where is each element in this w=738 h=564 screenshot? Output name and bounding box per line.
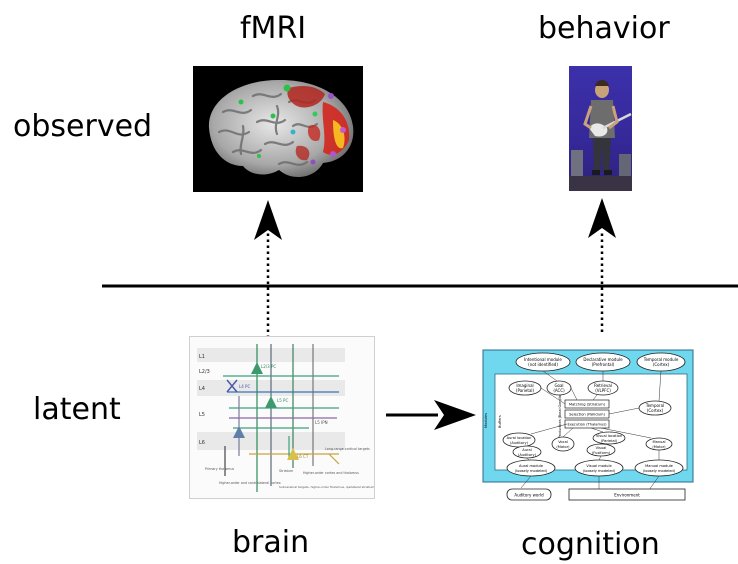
manual-subtext: (Motor) [652, 445, 666, 449]
declarative-module-subtext: (Prefrontal) [592, 362, 615, 367]
behavior-photo [569, 66, 632, 191]
circuit-note: Higher-order and contralateral cortex [219, 481, 281, 485]
manual-text: Manual [652, 440, 665, 444]
production-label: Productions (Basal Ganglia) [558, 394, 562, 438]
circuit-note: Subcerebral targets, higher-order thalam… [279, 485, 374, 489]
buffers-label: Buffers [498, 415, 502, 428]
temporal-module-subtext: (Cortex) [653, 362, 670, 367]
latent-label: latent [33, 392, 121, 427]
visual-text: Visual [596, 446, 607, 450]
layer-label: L6 [199, 440, 205, 446]
intentional-module-text: Intentional module [524, 357, 562, 362]
temporal-module-text: Temporal module [643, 357, 679, 362]
cognition-label: cognition [521, 527, 660, 562]
aural-module-subtext: (loosely modeled) [515, 469, 548, 473]
manual-module-subtext: (loosely modeled) [643, 469, 676, 473]
aural-subtext: (Auditory) [518, 453, 537, 457]
cognition-to-behavior-arrowhead [588, 198, 616, 238]
aural-location-subtext: (Auditory) [510, 441, 529, 445]
observed-label: observed [13, 109, 153, 144]
behavior-label: behavior [538, 11, 670, 46]
aural-text: Aural [522, 448, 531, 452]
manual-module-text: Manual module [645, 464, 673, 468]
temporal-buffer-text: Temporal [645, 403, 664, 408]
execution-text: Execution (Thalamus) [567, 423, 607, 427]
fmri-brain-image [193, 66, 363, 192]
layer-label: L4 [199, 386, 205, 392]
visual-location-text: Visual location [596, 434, 622, 438]
cell-label: L2/3 PC [261, 364, 276, 369]
matching-text: Matching (Striatum) [569, 403, 606, 407]
cell-label: L5 PC [277, 398, 288, 403]
goal-text: Goal [554, 383, 563, 388]
aural-module-text: Aural module [519, 464, 544, 468]
layer-label: L5 [199, 412, 205, 418]
temporal-buffer-subtext: (Cortex) [647, 408, 664, 413]
retrieval-subtext: (VLPFC) [595, 388, 611, 393]
environment-text: Environment [614, 493, 640, 498]
aural-location-text: Aural location [507, 436, 532, 440]
brain-to-fmri-arrowhead [254, 200, 282, 240]
brain-circuit-diagram: L1 L2/3 L4 L5 L6 L2/3 PC L4 PC L5 PC L5 … [189, 336, 375, 499]
selection-text: Selection (Pallidum) [569, 413, 605, 417]
brain-to-cognition-arrowhead [434, 400, 476, 430]
circuit-note: Primary thalamus [205, 467, 234, 471]
declarative-module-text: Declarative module [583, 357, 623, 362]
visual-subtext: (Fusiform) [592, 451, 611, 455]
brain-label: brain [232, 525, 310, 560]
imaginal-text: Imaginal [516, 383, 533, 388]
imaginal-subtext: (Parietal) [516, 388, 535, 393]
circuit-note: Long-range cortical targets [325, 447, 370, 451]
cell-label: L4 PC [239, 384, 250, 389]
auditory-world-text: Auditory world [514, 493, 544, 498]
modules-label: Modules [484, 413, 488, 428]
cell-label: L6 CT [297, 454, 309, 459]
circuit-note: Striatum [279, 469, 293, 473]
visual-location-subtext: (Parietal) [601, 439, 618, 443]
layer-label: L2/3 [199, 369, 210, 375]
retrieval-text: Retrieval [594, 383, 612, 388]
circuit-note: Higher-order cortex and thalamus [303, 471, 359, 475]
intentional-module-subtext: (not identified) [528, 362, 558, 367]
vocal-subtext: (Motor) [556, 445, 570, 449]
vocal-text: Vocal [558, 440, 568, 444]
actr-diagram: Modules Buffers Productions (Basal Gangl… [481, 348, 695, 510]
visual-module-text: Visual module [586, 464, 612, 468]
visual-module-subtext: (loosely modeled) [583, 469, 616, 473]
layer-label: L1 [199, 354, 205, 360]
cell-label: L5 IPN [315, 420, 328, 425]
goal-subtext: (ACC) [553, 388, 565, 393]
fmri-label: fMRI [240, 11, 307, 46]
